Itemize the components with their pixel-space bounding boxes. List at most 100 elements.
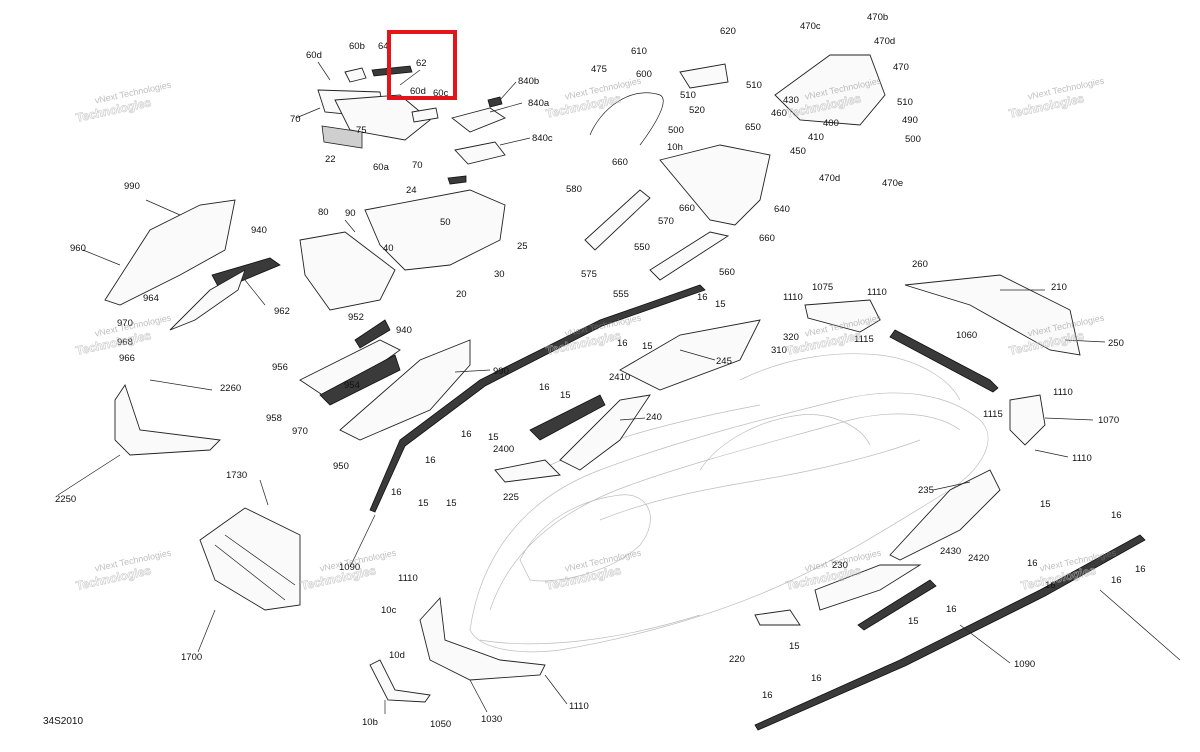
callout-2430: 2430: [940, 546, 961, 557]
callout-555: 555: [613, 289, 629, 300]
callout-10b: 10b: [362, 717, 378, 728]
callout-575: 575: [581, 269, 597, 280]
callout-16: 16: [811, 673, 822, 684]
callout-16: 16: [391, 487, 402, 498]
callout-60b: 60b: [349, 41, 365, 52]
callout-25: 25: [517, 241, 528, 252]
callout-956: 956: [272, 362, 288, 373]
callout-1090: 1090: [339, 562, 360, 573]
callout-1030: 1030: [481, 714, 502, 725]
callout-970: 970: [117, 318, 133, 329]
part-840c: [454, 141, 506, 165]
part-2430: [857, 579, 937, 631]
callout-580: 580: [566, 184, 582, 195]
callout-570: 570: [658, 216, 674, 227]
diagram-code: 34S2010: [43, 716, 83, 727]
parts: [104, 54, 1146, 731]
callout-1070: 1070: [1098, 415, 1119, 426]
callout-470: 470: [893, 62, 909, 73]
callout-958: 958: [266, 413, 282, 424]
callout-400: 400: [823, 118, 839, 129]
callout-960: 960: [70, 243, 86, 254]
callout-840a: 840a: [528, 98, 550, 109]
part-1090-left: [369, 284, 706, 513]
callout-1075: 1075: [812, 282, 833, 293]
callout-16: 16: [946, 604, 957, 615]
callout-475: 475: [591, 64, 607, 75]
callout-2400: 2400: [493, 444, 514, 455]
callout-840b: 840b: [518, 76, 539, 87]
callout-235: 235: [918, 485, 934, 496]
callout-230: 230: [832, 560, 848, 571]
callout-640: 640: [774, 204, 790, 215]
callout-1090: 1090: [1014, 659, 1035, 670]
callout-60d: 60d: [306, 50, 322, 61]
part-964: [169, 269, 246, 331]
callout-15: 15: [418, 498, 429, 509]
callout-40: 40: [383, 243, 394, 254]
callout-15: 15: [488, 432, 499, 443]
callout-560: 560: [719, 267, 735, 278]
callout-15: 15: [715, 299, 726, 310]
part-1030: [419, 596, 546, 681]
callout-250: 250: [1108, 338, 1124, 349]
callout-650: 650: [745, 122, 761, 133]
callout-70: 70: [412, 160, 423, 171]
callout-620: 620: [720, 26, 736, 37]
callout-2260: 2260: [220, 383, 241, 394]
part-1075: [804, 299, 881, 333]
callout-16: 16: [1027, 558, 1038, 569]
callout-30: 30: [494, 269, 505, 280]
part-580: [584, 189, 651, 251]
callout-470b: 470b: [867, 12, 888, 23]
callout-470c: 470c: [800, 21, 821, 32]
callout-470d: 470d: [874, 36, 895, 47]
callout-62: 62: [416, 58, 427, 69]
callout-950: 950: [333, 461, 349, 472]
callout-970: 970: [292, 426, 308, 437]
callout-2250: 2250: [55, 494, 76, 505]
part-240: [559, 394, 651, 471]
callout-220: 220: [729, 654, 745, 665]
callout-966: 966: [119, 353, 135, 364]
callout-954: 954: [344, 380, 360, 391]
callout-240: 240: [646, 412, 662, 423]
callout-990: 990: [124, 181, 140, 192]
callout-16: 16: [1045, 580, 1056, 591]
callout-1110: 1110: [783, 292, 803, 303]
part-60b: [344, 67, 367, 83]
callout-450: 450: [790, 146, 806, 157]
part-1060: [889, 329, 999, 393]
part-220: [754, 609, 801, 626]
callout-310: 310: [771, 345, 787, 356]
callout-2420: 2420: [968, 553, 989, 564]
part-24: [447, 175, 467, 185]
callout-225: 225: [503, 492, 519, 503]
callout-75: 75: [356, 125, 367, 136]
part-235: [889, 469, 1001, 561]
callout-60d: 60d: [410, 86, 426, 97]
callout-660: 660: [759, 233, 775, 244]
callout-840c: 840c: [532, 133, 553, 144]
callout-500: 500: [668, 125, 684, 136]
callout-10d: 10d: [389, 650, 405, 661]
callout-500: 500: [905, 134, 921, 145]
callout-16: 16: [617, 338, 628, 349]
callout-940: 940: [251, 225, 267, 236]
callout-64: 64: [378, 41, 389, 52]
callout-22: 22: [325, 154, 336, 165]
callout-20: 20: [456, 289, 467, 300]
callout-1110: 1110: [1072, 453, 1092, 464]
callout-1060: 1060: [956, 330, 977, 341]
part-960: [104, 199, 236, 306]
callout-210: 210: [1051, 282, 1067, 293]
callout-260: 260: [912, 259, 928, 270]
part-2250: [114, 383, 221, 456]
callout-60c: 60c: [433, 88, 449, 99]
part-470: [774, 54, 886, 126]
callout-15: 15: [446, 498, 457, 509]
callout-964: 964: [143, 293, 159, 304]
callout-610: 610: [631, 46, 647, 57]
callout-550: 550: [634, 242, 650, 253]
